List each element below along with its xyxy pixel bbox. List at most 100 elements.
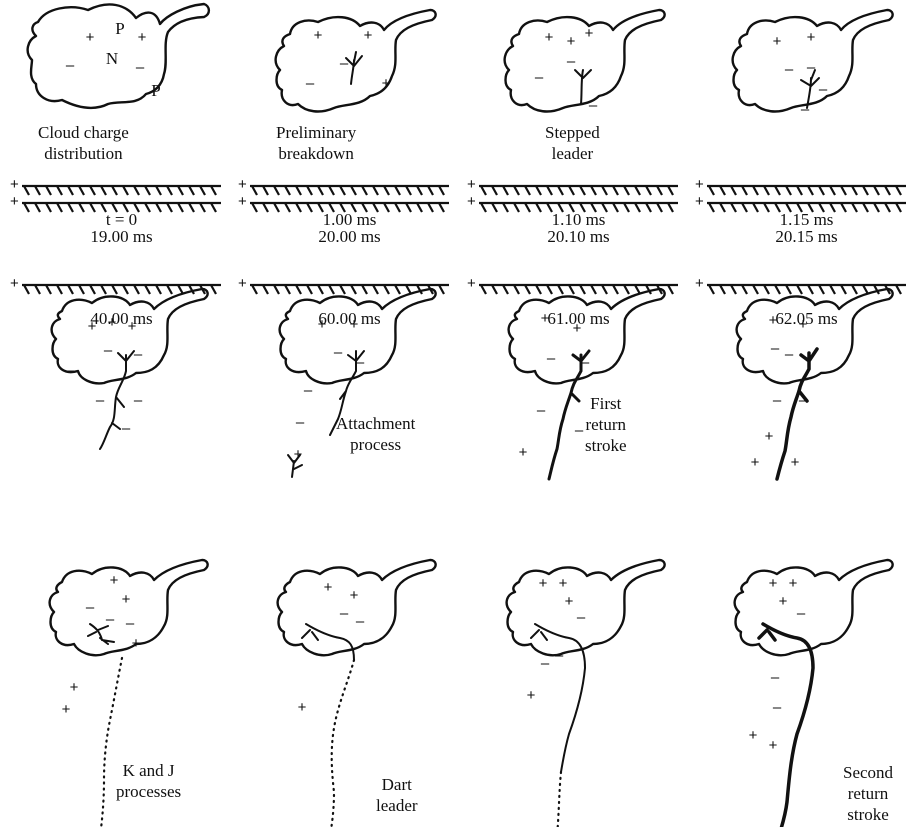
negative-charge-symbol: –	[126, 615, 135, 632]
ground-positive-charge: +	[10, 193, 19, 210]
phase-caption-line: First	[590, 394, 622, 413]
charge-region-label: N	[106, 49, 118, 68]
positive-charge-symbol: +	[765, 428, 774, 445]
negative-charge-symbol: –	[541, 655, 550, 672]
ground-positive-charge: +	[10, 176, 19, 193]
ground-hatch	[250, 201, 449, 213]
panel-drawing: +++––––+++	[695, 193, 906, 481]
ground-hatch	[22, 184, 221, 196]
panel-drawing: +++––PNP	[10, 2, 221, 196]
ground-positive-charge: +	[467, 176, 476, 193]
time-label: 1.15 ms	[779, 210, 834, 229]
positive-charge-symbol: +	[350, 587, 359, 604]
phase-caption-line: processes	[116, 782, 182, 801]
thundercloud-outline	[735, 287, 894, 385]
thundercloud-outline	[274, 8, 437, 113]
ground-positive-charge: +	[238, 176, 247, 193]
ground-positive-charge: +	[238, 193, 247, 210]
negative-charge-symbol: –	[106, 611, 115, 628]
panel-drawing: ++++––––––	[10, 193, 221, 450]
negative-charge-symbol: –	[807, 59, 816, 76]
positive-charge-symbol: +	[539, 575, 548, 592]
negative-charge-symbol: –	[134, 346, 143, 363]
panel-drawing: +++––––+	[238, 193, 449, 478]
ground-hatch	[479, 283, 678, 295]
positive-charge-symbol: +	[751, 454, 760, 471]
panel-drawing: +++––+	[238, 275, 449, 827]
negative-charge-symbol: –	[136, 59, 145, 76]
dotted-leader-channel	[100, 656, 124, 827]
positive-charge-symbol: +	[573, 320, 582, 337]
negative-charge-symbol: –	[797, 605, 806, 622]
positive-charge-symbol: +	[382, 75, 391, 92]
positive-charge-symbol: +	[779, 593, 788, 610]
charge-region-label: P	[151, 81, 160, 100]
negative-charge-symbol: –	[66, 57, 75, 74]
positive-charge-symbol: +	[364, 27, 373, 44]
negative-charge-symbol: –	[771, 340, 780, 357]
phase-caption-line: leader	[551, 144, 594, 163]
lightning-channel	[87, 623, 115, 645]
panel-stepped-leader-3: +++––––1.15 ms	[693, 0, 911, 275]
time-label: 62.05 ms	[775, 309, 838, 328]
negative-charge-symbol: –	[334, 344, 343, 361]
ground-hatch	[250, 184, 449, 196]
phase-caption-line: Preliminary	[276, 123, 357, 142]
time-label: 60.00 ms	[318, 309, 381, 328]
panel-stepped-leader-4: ++++––––––19.00 ms	[8, 193, 235, 550]
negative-charge-symbol: –	[306, 75, 315, 92]
positive-charge-symbol: +	[789, 575, 798, 592]
phase-caption-line: return	[585, 415, 627, 434]
time-label: 1.00 ms	[322, 210, 377, 229]
phase-caption: First return stroke	[585, 393, 627, 456]
positive-charge-symbol: +	[70, 679, 79, 696]
positive-charge-symbol: +	[138, 29, 147, 46]
thundercloud-outline	[507, 287, 666, 385]
negative-charge-symbol: –	[104, 342, 113, 359]
negative-charge-symbol: –	[555, 647, 564, 664]
phase-caption-line: leader	[376, 796, 418, 815]
negative-charge-symbol: –	[771, 669, 780, 686]
ground-positive-charge: +	[467, 275, 476, 292]
negative-charge-symbol: –	[589, 97, 598, 114]
phase-caption-line: stroke	[585, 436, 627, 455]
lightning-channel	[574, 69, 592, 105]
lightning-channel	[329, 350, 365, 436]
negative-charge-symbol: –	[86, 599, 95, 616]
thundercloud-outline	[276, 558, 437, 657]
charge-region-label: P	[115, 19, 124, 38]
positive-charge-symbol: +	[86, 29, 95, 46]
dotted-leader-channel	[330, 658, 356, 827]
lightning-channel	[530, 623, 586, 773]
panel-drawing: +++––––	[695, 8, 906, 196]
positive-charge-symbol: +	[314, 27, 323, 44]
negative-charge-symbol: –	[773, 392, 782, 409]
positive-charge-symbol: +	[769, 575, 778, 592]
negative-charge-symbol: –	[785, 346, 794, 363]
time-label: 1.10 ms	[551, 210, 606, 229]
lightning-channel	[301, 623, 355, 661]
panel-drawing: ++++–––+	[467, 275, 678, 827]
negative-charge-symbol: –	[581, 354, 590, 371]
lightning-channel	[775, 347, 819, 481]
time-label: 40.00 ms	[90, 309, 153, 328]
positive-charge-symbol: +	[769, 737, 778, 754]
phase-caption-line: K and J	[122, 761, 175, 780]
ground-hatch	[707, 184, 906, 196]
phase-caption-line: Second	[843, 763, 894, 782]
positive-charge-symbol: +	[791, 454, 800, 471]
ground-positive-charge: +	[10, 275, 19, 292]
panel-drawing: ++++–––	[467, 8, 678, 196]
negative-charge-symbol: –	[304, 382, 313, 399]
ground-positive-charge: +	[695, 193, 704, 210]
positive-charge-symbol: +	[298, 699, 307, 716]
positive-charge-symbol: +	[294, 446, 303, 463]
negative-charge-symbol: –	[801, 101, 810, 118]
ground-positive-charge: +	[467, 193, 476, 210]
positive-charge-symbol: +	[110, 572, 119, 589]
positive-charge-symbol: +	[318, 316, 327, 333]
